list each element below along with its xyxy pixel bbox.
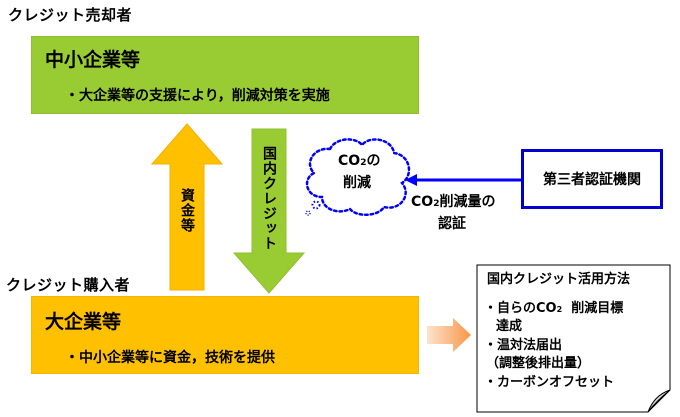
funds-arrow: [150, 123, 224, 291]
certification-line2: 認証: [438, 216, 466, 232]
seller-box-description: ・大企業等の支援により，削減対策を実施: [65, 88, 330, 104]
usage-item3: ・カーボンオフセット: [484, 375, 615, 390]
credit-arrow: [232, 128, 306, 294]
third-party-label: 第三者認証機関: [543, 172, 641, 188]
co2-cloud-line2: 削減: [343, 175, 371, 191]
seller-box-title: 中小企業等: [45, 49, 141, 71]
usage-title: 国内クレジット活用方法: [487, 272, 631, 287]
buyer-label: クレジット購入者: [6, 276, 131, 294]
certification-arrow: [405, 174, 521, 186]
third-party-box: 第三者認証機関: [521, 149, 663, 209]
co2-cloud-line1: CO2の: [338, 153, 381, 169]
buyer-box-description: ・中小企業等に資金，技術を提供: [65, 350, 275, 366]
funds-arrow-label: 資金等: [179, 188, 195, 233]
seller-label: クレジット売却者: [8, 6, 133, 24]
certification-line1: CO2削減量の: [411, 194, 496, 210]
buyer-box: 大企業等 ・中小企業等に資金，技術を提供: [31, 296, 419, 374]
buyer-box-title: 大企業等: [45, 311, 122, 333]
co2-cloud: [305, 138, 411, 216]
usage-item2-line1: ・温対法届出: [484, 338, 563, 353]
usage-note: [476, 264, 671, 413]
usage-item1-line2: 達成: [496, 319, 523, 334]
seller-box: 中小企業等 ・大企業等の支援により，削減対策を実施: [31, 36, 419, 114]
credit-arrow-label: 国内クレジット: [261, 146, 277, 251]
usage-item1-line1: ・自らのCO2 削減目標: [484, 301, 624, 316]
usage-arrow: [427, 318, 471, 352]
usage-item2-line2: （調整後排出量）: [486, 356, 591, 371]
